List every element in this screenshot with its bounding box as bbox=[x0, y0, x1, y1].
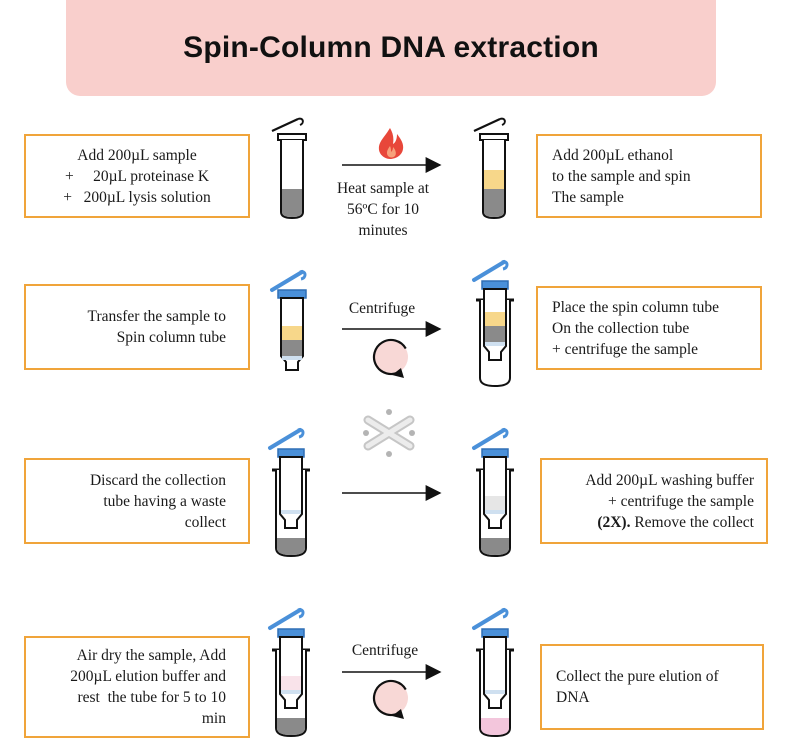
step1-middle-line3: minutes bbox=[358, 222, 408, 239]
discard-icon bbox=[363, 409, 415, 457]
step3-left-line3: collect bbox=[184, 513, 226, 531]
page-title: Spin-Column DNA extraction bbox=[183, 31, 599, 64]
step4-right-line2: DNA bbox=[556, 689, 590, 706]
step4-right-box: Collect the pure elution of DNA bbox=[540, 644, 764, 730]
step1-right-line3: The sample bbox=[552, 188, 624, 206]
step4-right-line1: Collect the pure elution of bbox=[556, 668, 719, 685]
microtube-ethanol bbox=[473, 117, 509, 220]
step1-left-line2: + 20µL proteinase K bbox=[64, 167, 210, 185]
step4-left-line3: rest the tube for 5 to 10 bbox=[77, 689, 226, 706]
step1-left-line1: Add 200µL sample bbox=[77, 146, 197, 164]
step3-right-line3: (2X). Remove the collect bbox=[542, 512, 754, 533]
spin-column-air-dry bbox=[268, 608, 310, 738]
step1-right-line2: to the sample and spin bbox=[552, 167, 691, 185]
step4-middle-line1: Centrifuge bbox=[351, 642, 419, 659]
step2-right-line2: On the collection tube bbox=[552, 319, 690, 337]
spin-column-washing bbox=[472, 428, 514, 558]
step4-left-line4: min bbox=[201, 710, 226, 727]
spin-column-in-collection-tube bbox=[472, 260, 514, 388]
step2-left-line1: Transfer the sample to bbox=[87, 308, 226, 325]
step2-right-line3: + centrifuge the sample bbox=[552, 340, 699, 358]
step3-left-box: Discard the collection tube having a was… bbox=[24, 458, 250, 544]
spin-column-with-waste bbox=[268, 428, 310, 558]
step2-left-box: Transfer the sample to Spin column tube bbox=[24, 284, 250, 370]
step1-right-box: Add 200µL ethanol to the sample and spin… bbox=[536, 134, 762, 218]
step1-middle-line2: 56ºC for 10 bbox=[347, 201, 419, 218]
spin-column-tube bbox=[270, 270, 307, 371]
step2-left-line2: Spin column tube bbox=[116, 329, 226, 346]
step4-left-box: Air dry the sample, Add 200µL elution bu… bbox=[24, 636, 250, 738]
flame-icon bbox=[378, 128, 404, 159]
step1-left-line3: + 200µL lysis solution bbox=[63, 188, 211, 206]
step3-right-line1: Add 200µL washing buffer bbox=[585, 471, 754, 489]
step3-right-tail: Remove the collect bbox=[630, 513, 754, 531]
step2-middle-label: Centrifuge bbox=[322, 298, 442, 319]
step3-right-box: Add 200µL washing buffer + centrifuge th… bbox=[540, 458, 768, 544]
microtube-sample bbox=[271, 117, 307, 220]
step3-left-line2: tube having a waste bbox=[103, 492, 226, 510]
step4-left-line2: 200µL elution buffer and bbox=[70, 668, 226, 685]
step1-middle-label: Heat sample at 56ºC for 10 minutes bbox=[318, 178, 448, 241]
step1-left-box: Add 200µL sample + 20µL proteinase K + 2… bbox=[24, 134, 250, 218]
step3-right-line2: + centrifuge the sample bbox=[607, 492, 754, 510]
spin-column-elution bbox=[472, 608, 514, 738]
step3-left-line1: Discard the collection bbox=[89, 471, 226, 489]
rotation-icon bbox=[372, 679, 410, 719]
step2-right-line1: Place the spin column tube bbox=[552, 298, 720, 316]
step4-left-line1: Air dry the sample, Add bbox=[76, 647, 226, 664]
rotation-icon bbox=[372, 338, 410, 378]
step1-middle-line1: Heat sample at bbox=[336, 180, 430, 197]
step4-middle-label: Centrifuge bbox=[325, 640, 445, 661]
step3-right-bold: (2X). bbox=[597, 513, 631, 531]
step2-right-box: Place the spin column tube On the collec… bbox=[536, 286, 762, 370]
step2-middle-line1: Centrifuge bbox=[348, 300, 416, 317]
step1-right-line1: Add 200µL ethanol bbox=[552, 146, 674, 164]
title-banner: Spin-Column DNA extraction bbox=[66, 0, 716, 96]
